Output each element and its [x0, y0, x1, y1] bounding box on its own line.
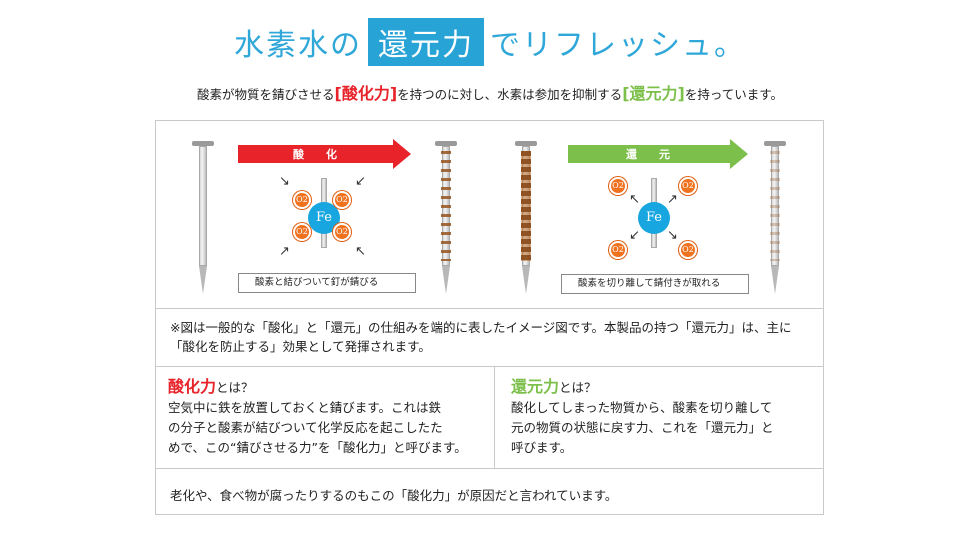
- arrow-outward-icon: ↘: [667, 228, 678, 243]
- page-title: 水素水の還元力でリフレッシュ。: [0, 18, 980, 66]
- reduction-arrow-label: 還 元: [626, 148, 670, 161]
- oxidation-molecule: Fe O2 O2 O2 O2 ↘ ↙ ↗ ↖: [279, 173, 369, 263]
- title-before: 水素水の: [234, 28, 362, 63]
- oxidation-definition-line: の分子と酸素が結びついて化学反応を起こしたた: [168, 420, 443, 435]
- reduction-term: 還元力: [511, 377, 560, 396]
- rusted-nail-heavy: [515, 141, 537, 301]
- o2-atom: O2: [609, 241, 627, 259]
- arrow-outward-icon: ↗: [667, 192, 678, 207]
- clean-nail-before: [192, 141, 214, 301]
- title-highlight: 還元力: [368, 18, 484, 66]
- oxidation-term: 酸化力: [168, 377, 217, 396]
- lead-term-reduction: [還元力]: [622, 84, 685, 103]
- reduction-definition: 還元力とは？ 酸化してしまった物質から、酸素を切り離して 元の物質の状態に戻す力…: [511, 377, 811, 458]
- o2-atom: O2: [293, 223, 311, 241]
- reduction-molecule: Fe O2 O2 O2 O2 ↖ ↗ ↙ ↘: [609, 173, 699, 263]
- oxidation-definition-line: 空気中に鉄を放置しておくと錆びます。これは鉄: [168, 400, 442, 415]
- rusted-nail-light: [435, 141, 457, 301]
- reduction-definition-line: 元の物質の状態に戻す力、これを「還元力」と: [511, 420, 774, 435]
- o2-atom: O2: [293, 191, 311, 209]
- footer-note: 老化や、食べ物が腐ったりするのもこの「酸化力」が原因だと言われています。: [170, 488, 618, 503]
- lead-part1: 酸素が物質を錆びさせる: [197, 87, 335, 102]
- o2-atom: O2: [609, 177, 627, 195]
- reduction-definition-line: 酸化してしまった物質から、酸素を切り離して: [511, 400, 773, 415]
- lead-part3: を持っています。: [684, 87, 783, 102]
- info-frame: 酸 化 Fe O2 O2 O2 O2 ↘ ↙ ↗ ↖ 酸素と結びついて釘が錆びる…: [155, 120, 824, 515]
- oxidation-arrow: 酸 化: [238, 139, 411, 169]
- o2-atom: O2: [333, 223, 351, 241]
- fe-atom: Fe: [308, 202, 340, 234]
- lead-part2: を持つのに対し、水素は参加を抑制する: [397, 87, 623, 102]
- lead-text: 酸素が物質を錆びさせる[酸化力]を持つのに対し、水素は参加を抑制する[還元力]を…: [0, 80, 980, 104]
- reduction-arrow: 還 元: [568, 139, 748, 169]
- reduction-term-suffix: とは？: [559, 380, 597, 395]
- arrow-outward-icon: ↖: [629, 192, 640, 207]
- arrow-inward-icon: ↙: [355, 174, 366, 189]
- arrow-inward-icon: ↖: [355, 244, 366, 259]
- arrow-inward-icon: ↗: [279, 244, 290, 259]
- reduction-caption: 酸素を切り離して錆付きが取れる: [561, 274, 749, 294]
- oxidation-term-suffix: とは？: [216, 380, 254, 395]
- oxidation-definition: 酸化力とは？ 空気中に鉄を放置しておくと錆びます。これは鉄 の分子と酸素が結びつ…: [168, 377, 490, 458]
- arrow-outward-icon: ↙: [629, 228, 640, 243]
- o2-atom: O2: [333, 191, 351, 209]
- clean-nail-after: [764, 141, 786, 301]
- o2-atom: O2: [679, 177, 697, 195]
- oxidation-arrow-label: 酸 化: [293, 148, 337, 161]
- title-after: でリフレッシュ。: [490, 28, 746, 63]
- o2-atom: O2: [679, 241, 697, 259]
- diagram-note: ※図は一般的な「酸化」と「還元」の仕組みを端的に表したイメージ図です。本製品の持…: [170, 320, 792, 354]
- oxidation-definition-line: めで、この“錆びさせる力”を「酸化力」と呼びます。: [168, 440, 467, 455]
- oxidation-caption: 酸素と結びついて釘が錆びる: [238, 273, 416, 293]
- arrow-inward-icon: ↘: [279, 174, 290, 189]
- lead-term-oxidation: [酸化力]: [334, 84, 398, 103]
- fe-atom: Fe: [638, 202, 670, 234]
- reduction-definition-line: 呼びます。: [511, 440, 573, 455]
